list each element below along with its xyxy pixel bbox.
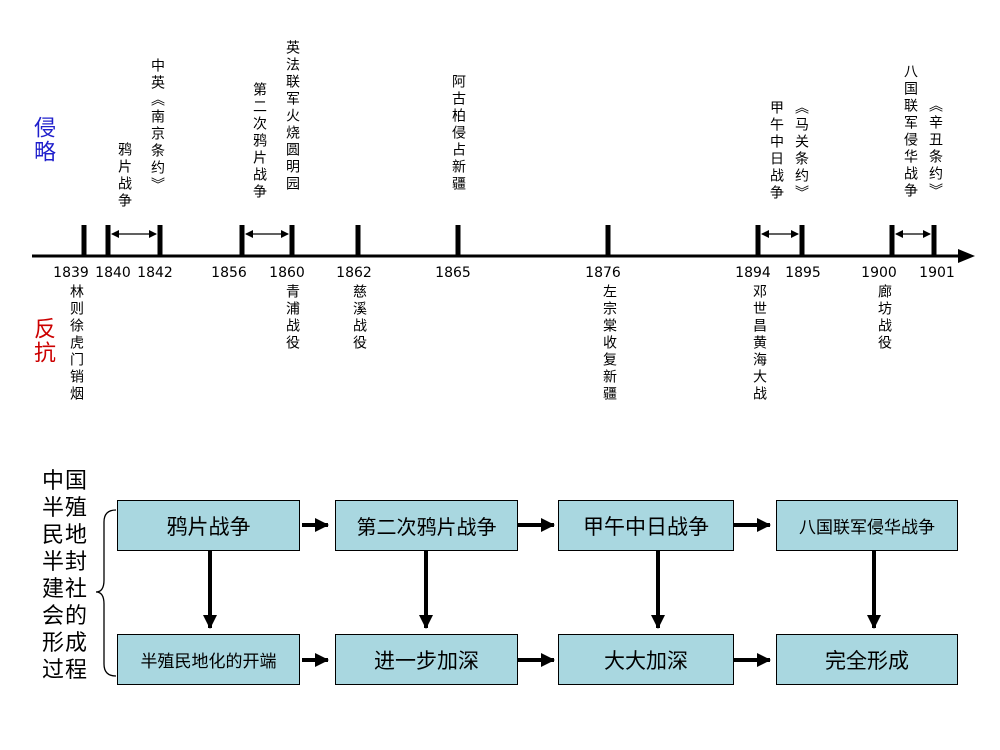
stage-box-greatly-deepened: 大大加深	[558, 634, 734, 685]
year-1860: 1860	[269, 265, 305, 281]
event-burning-yuanmingyuan: 英法联军火烧圆明园	[284, 40, 300, 193]
event-opium-war: 鸦片战争	[116, 142, 132, 210]
year-1862: 1862	[336, 265, 372, 281]
year-1842: 1842	[137, 265, 173, 281]
stage-box-beginning: 半殖民地化的开端	[117, 634, 300, 685]
year-1856: 1856	[211, 265, 247, 281]
war-box-second-opium: 第二次鸦片战争	[335, 500, 518, 551]
year-1900: 1900	[861, 265, 897, 281]
event-yakub-beg-xinjiang: 阿古柏侵占新疆	[450, 74, 466, 193]
curly-brace	[95, 509, 117, 677]
timeline-arrowhead	[958, 249, 975, 263]
invasion-label: 侵略	[30, 116, 55, 164]
war-box-opium: 鸦片战争	[117, 500, 300, 551]
stage-box-deepening: 进一步加深	[335, 634, 518, 685]
year-1865: 1865	[435, 265, 471, 281]
process-title: 中国半殖民地半封建社会的形成过程	[42, 469, 89, 683]
event-langfang-battle: 廊坊战役	[876, 284, 892, 352]
year-1894: 1894	[735, 265, 771, 281]
year-1840: 1840	[95, 265, 131, 281]
event-zuo-zongtang-xinjiang: 左宗棠收复新疆	[601, 284, 617, 403]
event-humen-opium-destruction: 林则徐虎门销烟	[68, 284, 84, 403]
event-cixi-battle: 慈溪战役	[351, 284, 367, 352]
war-box-sino-japanese: 甲午中日战争	[558, 500, 734, 551]
year-1901: 1901	[919, 265, 955, 281]
event-treaty-nanjing: 中英《南京条约》	[149, 58, 165, 194]
event-sino-japanese-war: 甲午中日战争	[768, 100, 784, 202]
event-eight-nation-war: 八国联军侵华战争	[902, 64, 918, 200]
timeline-ticks	[81, 225, 937, 256]
war-box-eight-nation: 八国联军侵华战争	[776, 500, 958, 551]
year-1876: 1876	[585, 265, 621, 281]
event-second-opium-war: 第二次鸦片战争	[251, 82, 267, 201]
event-boxer-protocol: 《辛丑条约》	[927, 98, 943, 200]
resistance-label: 反抗	[30, 317, 55, 365]
event-treaty-shimonoseki: 《马关条约》	[793, 100, 809, 202]
event-deng-shichang-yellow-sea: 邓世昌黄海大战	[751, 284, 767, 403]
event-qingpu-battle: 青浦战役	[284, 284, 300, 352]
year-1895: 1895	[785, 265, 821, 281]
year-1839: 1839	[53, 265, 89, 281]
stage-box-fully-formed: 完全形成	[776, 634, 958, 685]
